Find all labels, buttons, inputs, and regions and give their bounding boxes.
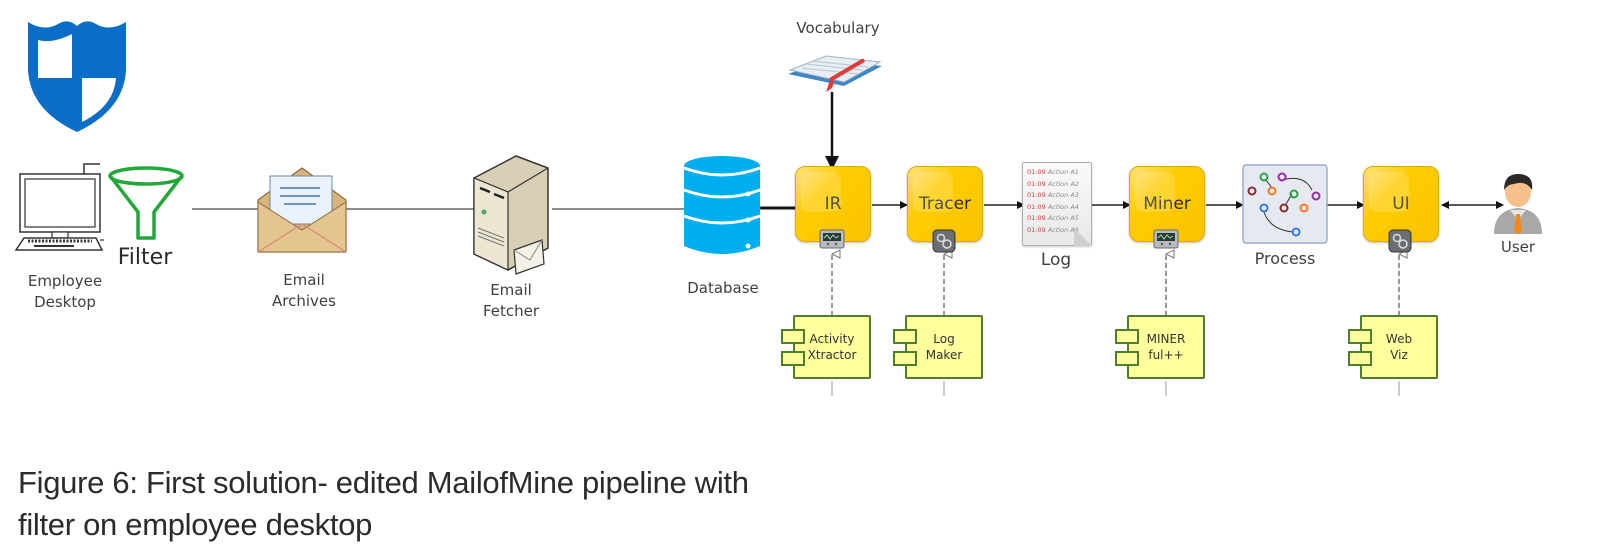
caption-line-1: Figure 6: First solution- edited MailofM… — [18, 465, 749, 500]
log-line-action: Action A5 — [1047, 214, 1079, 222]
email-archives-icon — [257, 167, 347, 253]
page-curl — [1074, 228, 1092, 246]
component-label: MINER — [1146, 332, 1186, 346]
log-line: 01:09 Action A5 — [1027, 213, 1089, 225]
process-graph-icon — [1242, 164, 1328, 244]
gear-box-icon — [932, 229, 956, 253]
vocabulary-label: Vocabulary — [796, 19, 880, 37]
process-label: Process — [1254, 249, 1316, 268]
component-label: Xtractor — [807, 348, 857, 362]
log-line-time: 01:09 — [1027, 202, 1048, 211]
vocabulary-book-icon — [788, 55, 882, 92]
component-port — [893, 329, 917, 344]
figure-caption: Figure 6: First solution- edited MailofM… — [18, 462, 749, 546]
log-line-time: 01:09 — [1027, 168, 1048, 176]
component-port — [1115, 329, 1139, 344]
log-line-time: 01:09 — [1027, 191, 1048, 199]
node-ir[interactable]: IR — [795, 166, 871, 242]
node-miner[interactable]: Miner — [1129, 166, 1205, 242]
log-line-action: Action A1 — [1047, 168, 1079, 176]
log-line-time: 01:09 — [1027, 179, 1048, 188]
database-label: Database — [687, 279, 759, 297]
node-tracer-label: Tracer — [918, 194, 972, 214]
log-line: 01:09 Action A6 — [1027, 225, 1089, 237]
filter-label: Filter — [117, 245, 173, 270]
shield-icon — [28, 21, 126, 132]
component-port — [1348, 351, 1372, 366]
email-fetcher-server-icon — [473, 155, 549, 275]
component-port — [1115, 351, 1139, 366]
email-fetcher-label: Email Fetcher — [482, 281, 540, 320]
log-line-action: Action A3 — [1047, 191, 1079, 199]
user-avatar-icon — [1494, 174, 1542, 234]
log-label: Log — [1040, 250, 1072, 270]
desktop-computer-icon — [14, 163, 104, 251]
log-line: 01:09 Action A1 — [1027, 167, 1089, 179]
user-label: User — [1500, 238, 1536, 256]
filter-funnel-icon — [108, 166, 184, 240]
monitor-device-icon — [1153, 229, 1179, 249]
log-line-action: Action A4 — [1047, 202, 1079, 211]
log-line: 01:09 Action A4 — [1027, 202, 1089, 214]
node-miner-label: Miner — [1143, 194, 1191, 214]
component-port — [1348, 329, 1372, 344]
component-label: Web — [1385, 332, 1413, 346]
component-label: Activity — [809, 332, 855, 346]
component-label: Viz — [1390, 348, 1408, 362]
node-ui-label: UI — [1392, 194, 1410, 214]
log-line-action: Action A6 — [1047, 225, 1079, 234]
node-ir-label: IR — [824, 194, 842, 214]
node-ui[interactable]: UI — [1363, 166, 1439, 242]
component-port — [781, 351, 805, 366]
log-line: 01:09 Action A3 — [1027, 190, 1089, 202]
monitor-device-icon — [819, 229, 845, 249]
log-line-action: Action A2 — [1047, 179, 1079, 188]
log-line-time: 01:09 — [1027, 225, 1048, 234]
log-line-time: 01:09 — [1027, 214, 1048, 222]
node-tracer[interactable]: Tracer — [907, 166, 983, 242]
component-port — [893, 351, 917, 366]
gear-box-icon — [1388, 229, 1412, 253]
component-port — [781, 329, 805, 344]
caption-line-2: filter on employee desktop — [18, 507, 373, 542]
email-archives-label: Email Archives — [272, 271, 336, 310]
component-label: ful++ — [1148, 348, 1184, 362]
employee-desktop-label: Employee Desktop — [27, 272, 103, 311]
component-label: Maker — [925, 348, 963, 362]
component-label: Log — [933, 332, 955, 346]
log-line: 01:09 Action A2 — [1027, 179, 1089, 191]
component-miner-fulpp[interactable]: MINER ful++ — [1115, 315, 1205, 379]
database-icon — [683, 156, 761, 254]
